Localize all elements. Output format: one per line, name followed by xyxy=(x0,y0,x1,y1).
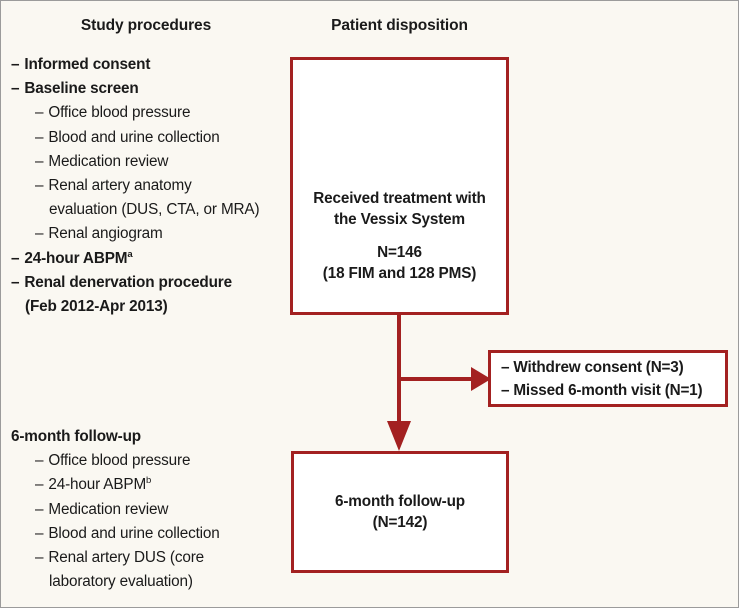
list-dash-icon: – xyxy=(35,500,44,518)
box-received-treatment-text: Received treatment with the Vessix Syste… xyxy=(313,188,486,284)
study-procedure-item-label: Medication review xyxy=(48,152,169,170)
followup-procedure-item: laboratory evaluation) xyxy=(11,570,291,594)
followup-procedure-item-label: 24-hour ABPM xyxy=(48,476,147,494)
withdrew-consent-item: – Withdrew consent (N=3) xyxy=(501,358,684,376)
connector-vertical-stem xyxy=(397,315,401,423)
list-dash-icon: – xyxy=(11,80,20,98)
box-six-month-followup-text: 6-month follow-up (N=142) xyxy=(335,491,465,533)
box-received-treatment: Received treatment with the Vessix Syste… xyxy=(290,57,509,315)
treatment-spacer xyxy=(313,230,486,242)
treatment-line-2: the Vessix System xyxy=(334,211,465,228)
study-procedure-item-label: Renal artery anatomy xyxy=(48,177,192,195)
study-procedure-item: –Office blood pressure xyxy=(11,101,283,125)
footnote-marker: b xyxy=(146,475,152,487)
study-procedure-item-label: Baseline screen xyxy=(24,80,139,98)
followup-list-heading: 6-month follow-up xyxy=(11,428,141,445)
followup-procedures-list: 6-month follow-up –Office blood pressure… xyxy=(11,425,291,594)
footnote-marker: a xyxy=(127,248,133,260)
followup-procedure-item-label: Medication review xyxy=(48,500,169,518)
column-header-study-procedures: Study procedures xyxy=(80,17,212,34)
study-procedure-item: –Renal denervation procedure xyxy=(11,271,283,295)
study-procedure-item: (Feb 2012-Apr 2013) xyxy=(11,295,283,319)
treatment-line-1: Received treatment with xyxy=(313,190,486,207)
list-dash-icon: – xyxy=(35,128,44,146)
followup-procedure-item: –24-hour ABPMb xyxy=(11,473,291,497)
list-dash-icon: – xyxy=(35,104,44,122)
list-dash-icon: – xyxy=(35,524,44,542)
study-procedure-item-label: 24-hour ABPM xyxy=(24,249,128,267)
list-dash-icon: – xyxy=(35,152,44,170)
followup-procedure-item-label: laboratory evaluation) xyxy=(49,573,193,591)
followup-procedure-item-label: Blood and urine collection xyxy=(48,524,220,542)
study-procedure-item: –Informed consent xyxy=(11,53,283,77)
study-procedure-item: –Renal angiogram xyxy=(11,222,283,246)
missed-visit-item: – Missed 6-month visit (N=1) xyxy=(501,381,703,399)
list-dash-icon: – xyxy=(35,177,44,195)
list-dash-icon: – xyxy=(35,225,44,243)
arrowhead-right-icon xyxy=(471,367,491,391)
study-procedures-list: –Informed consent–Baseline screen–Office… xyxy=(11,53,283,319)
box-withdrawals: – Withdrew consent (N=3) – Missed 6-mont… xyxy=(488,350,728,407)
list-dash-icon: – xyxy=(35,452,44,470)
study-procedure-item-label: evaluation (DUS, CTA, or MRA) xyxy=(49,201,260,219)
study-procedure-item-label: Renal angiogram xyxy=(48,225,163,243)
connector-branch-to-withdrew xyxy=(397,377,475,381)
study-procedure-item: evaluation (DUS, CTA, or MRA) xyxy=(11,198,283,222)
list-dash-icon: – xyxy=(35,549,44,567)
followup-procedure-item: –Renal artery DUS (core xyxy=(11,546,291,570)
treatment-line-4: (18 FIM and 128 PMS) xyxy=(322,265,477,282)
followup-list-items: –Office blood pressure–24-hour ABPMb–Med… xyxy=(11,449,291,594)
column-header-patient-disposition: Patient disposition xyxy=(331,17,468,34)
box-six-month-followup: 6-month follow-up (N=142) xyxy=(291,451,509,573)
study-procedure-item: –Renal artery anatomy xyxy=(11,174,283,198)
followup-box-line-1: 6-month follow-up xyxy=(335,493,465,510)
study-procedure-item-label: (Feb 2012-Apr 2013) xyxy=(25,298,168,316)
followup-procedure-item: –Office blood pressure xyxy=(11,449,291,473)
list-dash-icon: – xyxy=(11,273,20,291)
study-procedure-item: –Medication review xyxy=(11,150,283,174)
study-procedure-item-label: Blood and urine collection xyxy=(48,128,220,146)
list-dash-icon: – xyxy=(11,249,20,267)
followup-procedure-item-label: Renal artery DUS (core xyxy=(48,549,205,567)
arrowhead-down-icon xyxy=(387,421,411,451)
study-procedure-item-label: Informed consent xyxy=(24,56,151,73)
list-dash-icon: – xyxy=(35,476,44,494)
followup-procedure-item: –Medication review xyxy=(11,498,291,522)
study-procedure-item-label: Renal denervation procedure xyxy=(24,273,232,291)
followup-procedure-item: –Blood and urine collection xyxy=(11,522,291,546)
study-procedure-item-label: Office blood pressure xyxy=(48,104,191,122)
followup-box-line-2: (N=142) xyxy=(372,514,428,531)
study-procedure-item: –24-hour ABPMa xyxy=(11,247,283,271)
study-procedure-item: –Blood and urine collection xyxy=(11,126,283,150)
treatment-line-3: N=146 xyxy=(377,244,422,261)
followup-procedure-item-label: Office blood pressure xyxy=(48,452,191,470)
box-withdrawals-text: – Withdrew consent (N=3) – Missed 6-mont… xyxy=(501,356,703,402)
study-procedure-item: –Baseline screen xyxy=(11,77,283,101)
list-dash-icon: – xyxy=(11,56,20,73)
